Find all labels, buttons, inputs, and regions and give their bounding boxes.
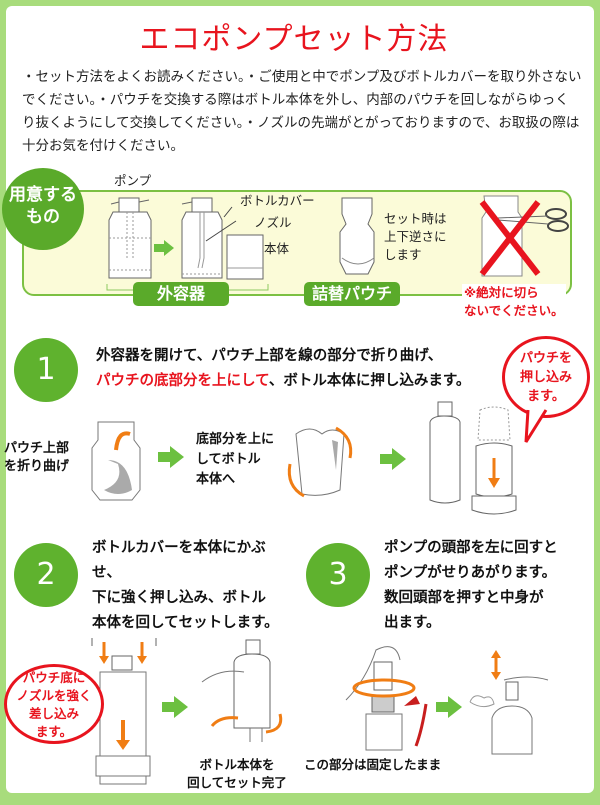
step-1-line: パウチの底部分を上にして、ボトル本体に押し込みます。 (96, 369, 516, 394)
warning-line: ないでください。 (464, 303, 564, 318)
label-body: 本体 (264, 241, 290, 256)
pouch-note-line: します (384, 247, 422, 262)
label-nozzle: ノズル (254, 215, 292, 230)
label-bottle-cover: ボトルカバー (240, 193, 315, 208)
step-2-callout: パウチ底に ノズルを強く 差し込み ます。 (4, 664, 104, 744)
rotate-bottle-illustration (201, 639, 283, 742)
warning-line: ※絶対に切ら (464, 285, 539, 300)
caption-line: を折り曲げ (4, 459, 70, 474)
step-1-line-rest: 、ボトル本体に押し込みます。 (268, 373, 471, 389)
step-2-line: 本体を回してセットします。 (92, 615, 279, 631)
callout-line: パウチを (519, 351, 572, 366)
step-3-line: ポンプがせりあがります。 (384, 565, 557, 581)
pointer-lines (205, 206, 237, 242)
badge-line: もの (26, 207, 60, 227)
pouch-note: セット時は 上下逆さに します (384, 210, 447, 264)
badge-line: 用意する (9, 185, 77, 205)
step-3-line: 数回頭部を押すと中身が (384, 590, 544, 606)
arrow-right-icon (158, 446, 184, 468)
do-not-cut-warning: ※絶対に切ら ないでください。 (462, 284, 566, 320)
callout-line: パウチ底に (22, 670, 86, 685)
do-not-cut-illustration (479, 195, 569, 277)
step-2-number: 2 (14, 543, 78, 607)
caption-line: 底部分を上に (196, 432, 275, 447)
callout-line: ます。 (527, 389, 565, 404)
step-1-line: 外容器を開けて、パウチ上部を線の部分で折り曲げ、 (96, 348, 443, 364)
step-1-number: 1 (14, 338, 78, 402)
intro-text: ・セット方法をよくお読みください。・ご使用と中でポンプ及びボトルカバーを取り外さ… (22, 69, 582, 154)
caption-line: してボトル (196, 452, 261, 467)
twist-pump-illustration (345, 646, 428, 751)
step-1-callout: パウチを 押し込み ます。 (502, 336, 590, 418)
step-2-line: ボトルカバーを本体にかぶせ、 (92, 540, 266, 581)
bottle-with-pouch-illustration (429, 401, 517, 515)
bottle-cover-illustration (181, 197, 223, 279)
page-title: エコポンプセット方法 (139, 22, 449, 57)
callout-line: 差し込み (28, 706, 79, 721)
fold-pouch-illustration (91, 421, 141, 501)
press-nozzle-illustration (91, 638, 157, 785)
items-needed-badge: 用意する もの (2, 168, 84, 250)
step-3-caption: この部分は固定したまま (304, 757, 442, 772)
caption-line: 本体へ (196, 472, 236, 487)
body-illustration (226, 234, 264, 280)
dispense-illustration (469, 650, 549, 755)
step-1-text: 外容器を開けて、パウチ上部を線の部分で折り曲げ、 パウチの底部分を上にして、ボト… (96, 344, 516, 394)
step-1-highlight: パウチの底部分を上にして (96, 373, 269, 389)
step-3-number: 3 (306, 543, 370, 607)
callout-line: ノズルを強く (16, 688, 92, 703)
step-3-line: ポンプの頭部を左に回すと (384, 540, 558, 556)
caption-line: ボトル本体を (199, 757, 275, 772)
refill-pouch-tag: 詰替パウチ (304, 282, 400, 306)
pouch-note-line: 上下逆さに (384, 229, 447, 244)
step-3-text: ポンプの頭部を左に回すと ポンプがせりあがります。 数回頭部を押すと中身が 出ま… (384, 536, 584, 636)
outer-container-tag: 外容器 (133, 282, 229, 306)
step-3-line: 出ます。 (384, 615, 441, 631)
fold-caption: パウチ上部 を折り曲げ (4, 440, 69, 476)
step-2-text: ボトルカバーを本体にかぶせ、 下に強く押し込み、ボトル 本体を回してセットします… (92, 536, 292, 636)
arrow-right-icon (162, 696, 188, 718)
arrow-right-icon (154, 240, 174, 256)
label-pump: ポンプ (110, 172, 156, 190)
pump-bottle-illustration (108, 197, 152, 279)
caption-line: パウチ上部 (4, 441, 70, 456)
caption-line: 回してセット完了 (187, 775, 287, 790)
pouch-note-line: セット時は (384, 211, 447, 226)
step-2-caption: ボトル本体を 回してセット完了 (182, 756, 292, 792)
callout-line: 押し込み (519, 370, 572, 385)
arrow-right-icon (380, 448, 406, 470)
arrow-right-icon (436, 696, 462, 718)
step-2-line: 下に強く押し込み、ボトル (92, 590, 266, 606)
callout-tail (524, 409, 548, 443)
flip-caption: 底部分を上に してボトル 本体へ (196, 430, 274, 490)
refill-pouch-illustration (339, 197, 375, 275)
callout-line: ます。 (35, 724, 73, 739)
flip-pouch-illustration (287, 426, 353, 498)
